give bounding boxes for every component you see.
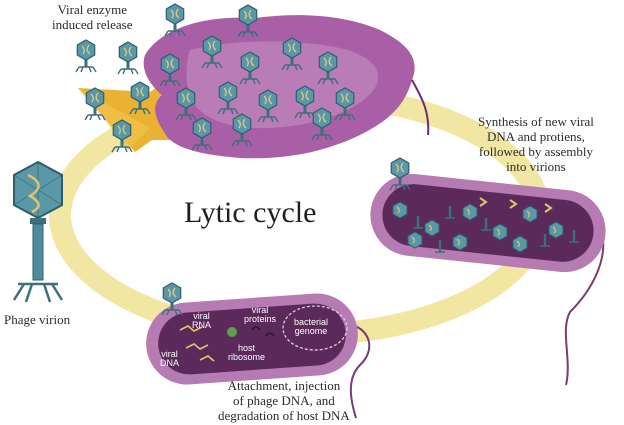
- cell-label-bacterial-genome-1: bacterial: [294, 317, 329, 327]
- cell-label-bacterial-genome-2: genome: [294, 326, 328, 336]
- cell-label-viral-dna: viral DNA: [160, 350, 179, 368]
- label-synthesis-line4: into virions: [506, 159, 566, 174]
- cell-label-viral-dna-1: viral: [161, 349, 178, 359]
- bacterial-genome: [282, 305, 348, 351]
- cell-label-host-ribosome-2: ribosome: [228, 352, 266, 362]
- cell-label-viral-rna: viral RNA: [192, 312, 211, 330]
- lysed-bacterium: [143, 15, 430, 159]
- cell-label-bacterial-genome: bacterial genome: [294, 318, 328, 336]
- label-phage-virion: Phage virion: [4, 312, 71, 327]
- diagram-title: Lytic cycle: [184, 196, 317, 229]
- attaching-phage-right: [388, 156, 412, 192]
- cell-label-viral-proteins: viral proteins: [244, 306, 276, 324]
- attachment-bacterium: [146, 293, 371, 419]
- cell-label-host-ribosome: host ribosome: [228, 344, 265, 362]
- cell-label-viral-rna-1: viral: [193, 311, 210, 321]
- label-attachment: Attachment, injection of phage DNA, and …: [218, 378, 350, 423]
- cell-label-host-ribosome-1: host: [238, 343, 256, 353]
- cell-label-viral-proteins-1: viral: [251, 305, 269, 315]
- synthesis-contents: [392, 197, 581, 254]
- label-synthesis-line3: followed by assembly: [478, 144, 593, 159]
- label-release-line1: Viral enzyme: [57, 2, 128, 17]
- label-synthesis-line1: Synthesis of new viral: [478, 114, 594, 129]
- cell-label-viral-dna-2: DNA: [160, 358, 180, 368]
- synthesis-bacterium: [370, 173, 606, 386]
- cell-label-viral-rna-2: RNA: [192, 320, 212, 330]
- injecting-phage: [160, 281, 184, 317]
- label-attachment-line2: of phage DNA, and: [232, 393, 335, 408]
- phage-virion: [12, 160, 64, 303]
- label-synthesis: Synthesis of new viral DNA and protiens,…: [478, 114, 594, 174]
- label-attachment-line1: Attachment, injection: [227, 378, 341, 393]
- label-attachment-line3: degradation of host DNA: [218, 408, 350, 423]
- cell-label-viral-proteins-2: proteins: [244, 314, 277, 324]
- label-release: Viral enzyme induced release: [52, 2, 132, 32]
- label-synthesis-line2: DNA and protiens,: [487, 129, 585, 144]
- label-release-line2: induced release: [52, 17, 133, 32]
